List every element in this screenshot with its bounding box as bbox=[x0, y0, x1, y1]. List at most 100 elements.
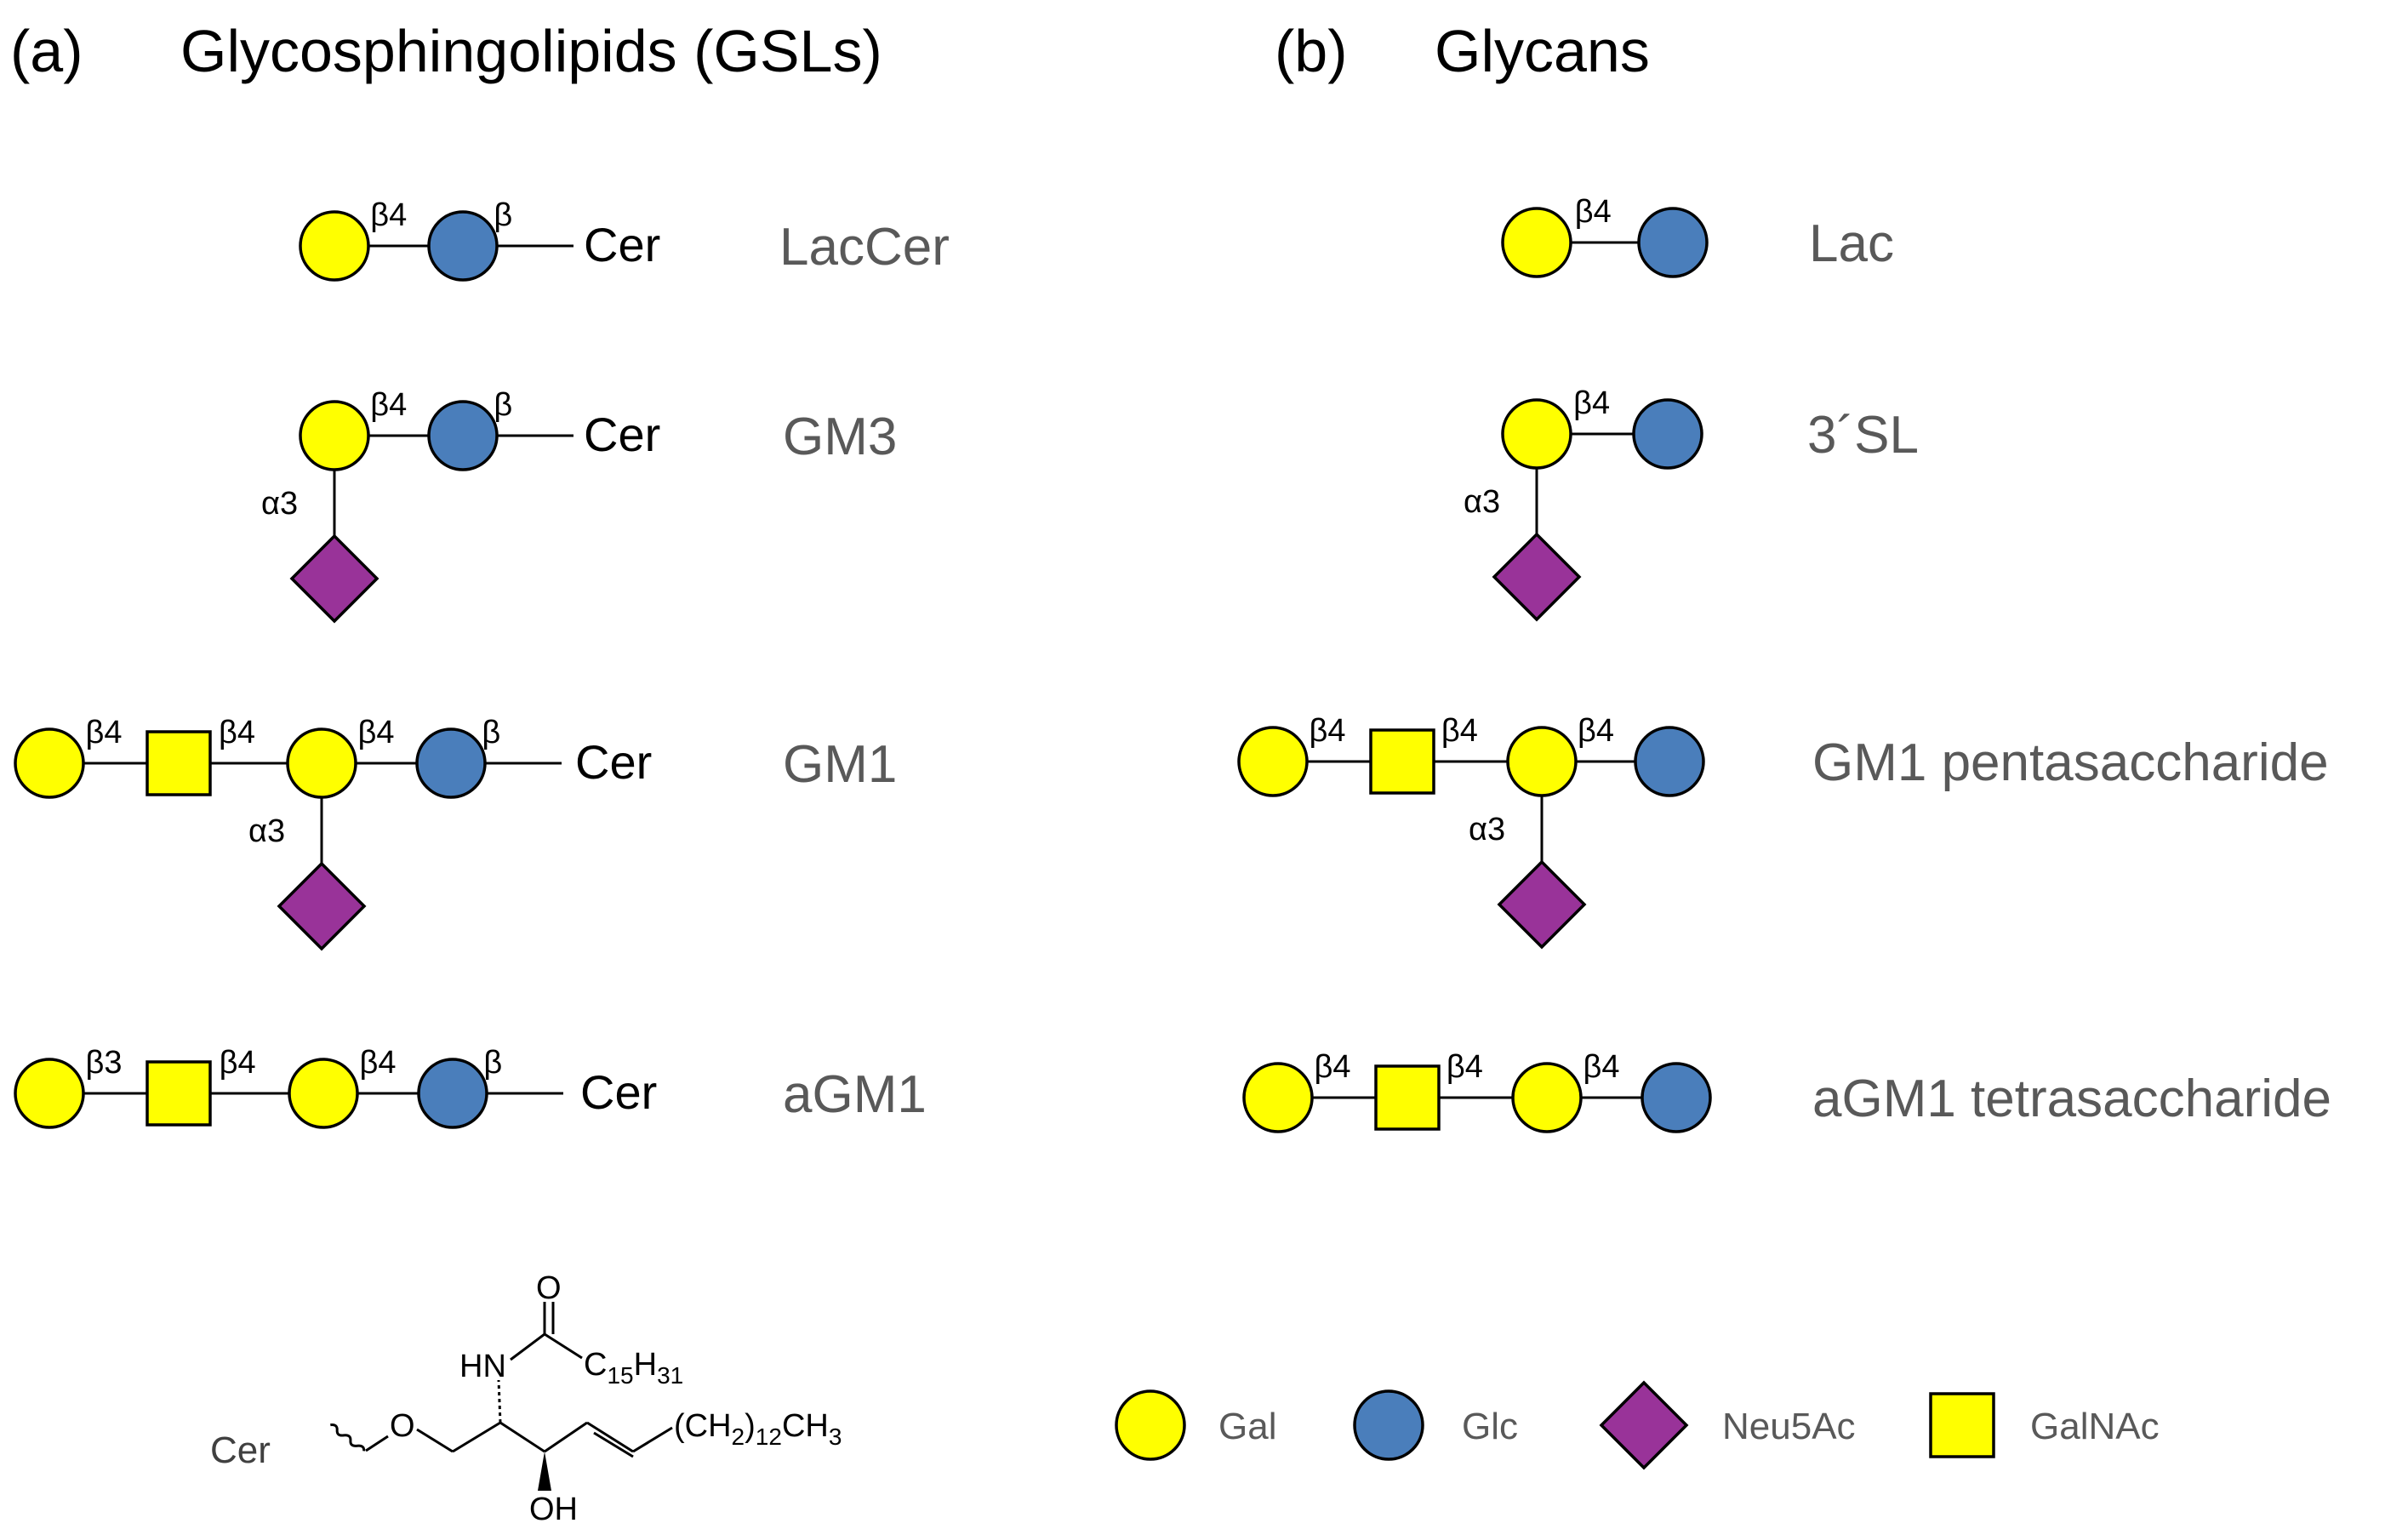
linkage-label: β4 bbox=[219, 715, 255, 750]
hashed-bond-nh bbox=[497, 1379, 502, 1423]
oxygen-atom: O bbox=[390, 1408, 415, 1444]
gal-symbol bbox=[14, 727, 85, 799]
linkage-label: α3 bbox=[1469, 812, 1505, 847]
linkage-label: β4 bbox=[358, 715, 395, 750]
panel-a-title: Glycosphingolipids (GSLs) bbox=[180, 18, 882, 84]
galnac-symbol bbox=[1374, 1064, 1441, 1131]
bond-o-ch2 bbox=[416, 1428, 454, 1453]
bond-double bbox=[593, 1431, 634, 1458]
linkage-label: β4 bbox=[1575, 194, 1612, 230]
aglycone-label: Cer bbox=[584, 218, 660, 271]
gal-symbol bbox=[1237, 726, 1309, 797]
structure-name: GM1 bbox=[783, 735, 897, 794]
glc-symbol bbox=[427, 400, 499, 471]
acyl-chain: C15H31 bbox=[584, 1347, 683, 1389]
legend-neu5ac-symbol bbox=[1599, 1380, 1689, 1470]
linkage-label: β bbox=[483, 1045, 502, 1081]
linkage-label: β bbox=[482, 715, 500, 750]
gal-symbol bbox=[286, 727, 357, 799]
structure-name: GM3 bbox=[783, 408, 897, 466]
gal-symbol bbox=[299, 400, 370, 471]
glc-symbol bbox=[415, 727, 487, 799]
hydroxyl-group: OH bbox=[529, 1492, 578, 1527]
neu5ac-symbol bbox=[277, 861, 367, 951]
nh-group: HN bbox=[459, 1349, 506, 1384]
linkage-label: β4 bbox=[1583, 1049, 1620, 1085]
linkage-label: β4 bbox=[1441, 713, 1478, 749]
legend-gal-label: Gal bbox=[1218, 1406, 1276, 1447]
neu5ac-symbol bbox=[1492, 532, 1582, 622]
linkage-label: β bbox=[494, 197, 512, 233]
legend-glc-symbol bbox=[1353, 1389, 1424, 1461]
glc-symbol bbox=[427, 210, 499, 282]
gal-symbol bbox=[1501, 207, 1572, 278]
linkage-label: β4 bbox=[86, 715, 123, 750]
bond-c2-c3 bbox=[499, 1421, 545, 1453]
glc-symbol bbox=[417, 1058, 488, 1129]
gal-symbol bbox=[14, 1058, 85, 1129]
legend-neu5ac-label: Neu5Ac bbox=[1722, 1406, 1856, 1447]
neu5ac-symbol bbox=[289, 533, 379, 624]
linkage-label: α3 bbox=[1464, 484, 1500, 520]
linkage-label: β4 bbox=[220, 1045, 256, 1081]
legend-galnac-symbol bbox=[1929, 1392, 1995, 1458]
galnac-symbol bbox=[1369, 728, 1435, 795]
wavy-bond bbox=[330, 1423, 366, 1452]
aglycone-label: Cer bbox=[575, 735, 652, 789]
linkage-label: β4 bbox=[370, 197, 407, 233]
glc-symbol bbox=[1637, 207, 1709, 278]
gal-symbol bbox=[1501, 398, 1572, 470]
panel-b-title: Glycans bbox=[1435, 18, 1650, 84]
linkage-label: α3 bbox=[261, 486, 298, 522]
glc-symbol bbox=[1634, 726, 1705, 797]
gal-symbol bbox=[288, 1058, 359, 1129]
linkage-label: β4 bbox=[360, 1045, 397, 1081]
gal-symbol bbox=[299, 210, 370, 282]
panel-a-letter: (a) bbox=[10, 18, 83, 84]
symbol-legend: Gal Glc Neu5Ac GalNAc bbox=[1115, 1380, 2160, 1470]
sphingoid-chain: (CH2)12CH3 bbox=[674, 1408, 842, 1450]
neu5ac-symbol bbox=[1497, 859, 1587, 950]
bond-c3-c4 bbox=[544, 1421, 588, 1453]
glc-symbol bbox=[1632, 398, 1703, 470]
bond-c5-chain bbox=[632, 1426, 673, 1453]
linkage-label: β4 bbox=[370, 387, 407, 423]
panel-b-letter: (b) bbox=[1275, 18, 1348, 84]
carbonyl-oxygen: O bbox=[536, 1270, 562, 1306]
structure-name: Lac bbox=[1809, 214, 1894, 273]
bond-c1-c2 bbox=[452, 1421, 501, 1453]
linkage-label: β4 bbox=[1447, 1049, 1483, 1085]
structure-name: GM1 pentasaccharide bbox=[1812, 733, 2329, 792]
bond-n-carbonyl bbox=[510, 1332, 545, 1361]
bond-cer-o bbox=[365, 1435, 389, 1452]
ceramide-label: Cer bbox=[210, 1429, 271, 1471]
legend-gal-symbol bbox=[1115, 1389, 1186, 1461]
legend-galnac-label: GalNAc bbox=[2030, 1406, 2160, 1447]
glc-symbol bbox=[1641, 1062, 1712, 1133]
galnac-symbol bbox=[146, 1060, 212, 1127]
linkage-label: α3 bbox=[248, 813, 285, 849]
linkage-label: β4 bbox=[1310, 713, 1346, 749]
galnac-symbol bbox=[146, 730, 212, 796]
legend-glc-label: Glc bbox=[1462, 1406, 1518, 1447]
bond-c4-c5 bbox=[586, 1421, 634, 1453]
gal-symbol bbox=[1242, 1062, 1314, 1133]
gal-symbol bbox=[1506, 726, 1578, 797]
aglycone-label: Cer bbox=[584, 408, 660, 461]
bond-carbonyl-acyl bbox=[544, 1332, 583, 1360]
linkage-label: β bbox=[494, 387, 512, 423]
structure-name: aGM1 bbox=[783, 1065, 927, 1124]
structure-name: 3´SL bbox=[1807, 406, 1919, 465]
linkage-label: β4 bbox=[1315, 1049, 1351, 1085]
linkage-label: β4 bbox=[1578, 713, 1614, 749]
wedge-bond-oh bbox=[538, 1452, 551, 1491]
